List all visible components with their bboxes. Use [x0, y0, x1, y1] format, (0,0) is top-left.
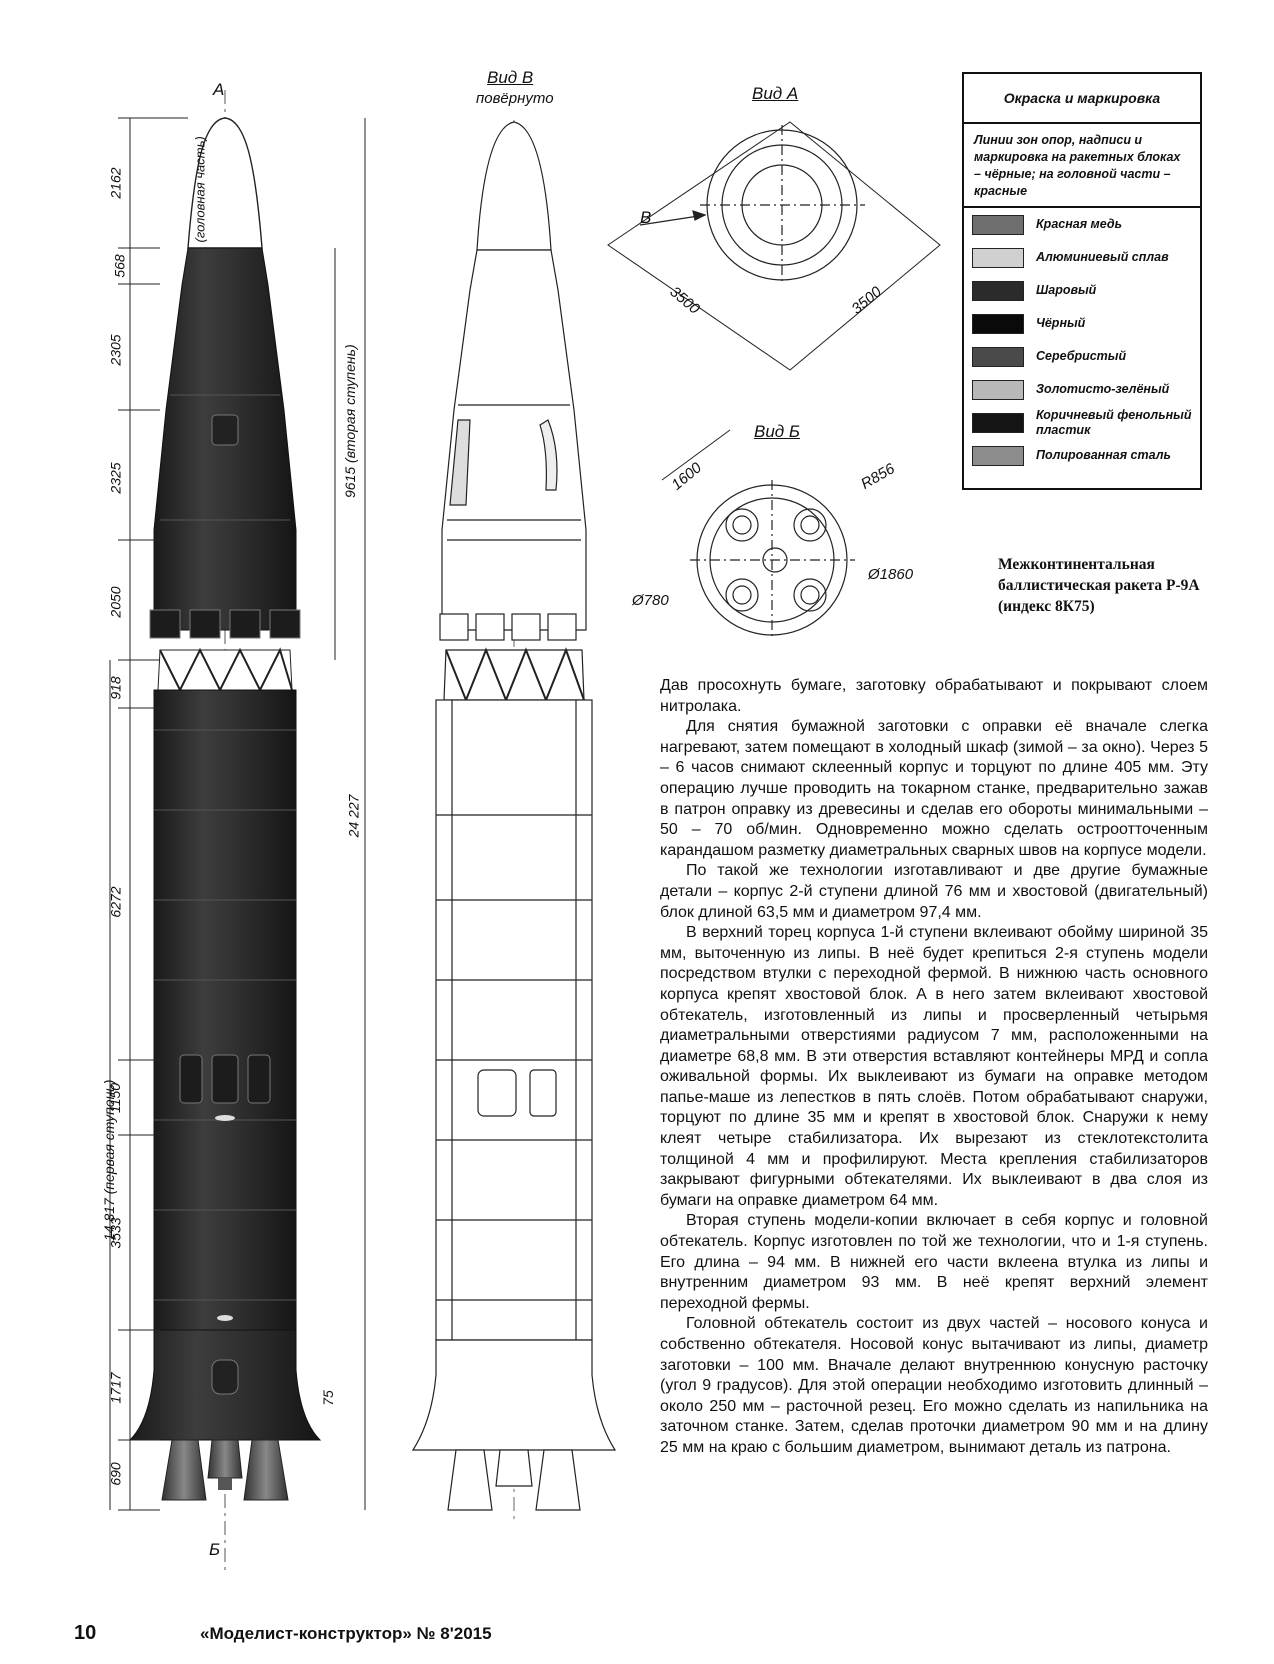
- page-number: 10: [74, 1622, 97, 1644]
- legend-swatch: [972, 445, 1024, 466]
- paragraph: В верхний торец корпуса 1-й ступени вкле…: [660, 924, 1208, 1209]
- nozzle: [161, 1439, 207, 1501]
- legend-label: Алюминиевый сплав: [1036, 250, 1169, 264]
- magazine-title: «Моделист-конструктор» № 8'2015: [200, 1624, 492, 1643]
- legend-label: Серебристый: [1036, 349, 1127, 363]
- technical-drawing: [109, 90, 941, 1570]
- legend-swatch: [972, 346, 1024, 367]
- legend-item: Золотисто-зелёный: [964, 373, 1200, 406]
- legend-item: Коричневый фенольный пластик: [964, 406, 1200, 439]
- paragraph: Дав просохнуть бумаге, заготовку обрабат…: [660, 677, 1208, 715]
- view-a-title: Вид А: [752, 84, 799, 103]
- first-stage: [153, 689, 297, 1331]
- legend-swatch: [972, 313, 1024, 334]
- legend-swatch: [972, 214, 1024, 235]
- view-b-drawing: [661, 429, 855, 640]
- view-b2-dim-780: Ø780: [632, 592, 669, 609]
- paragraph: Вторая ступень модели-копии включает в с…: [660, 1212, 1208, 1312]
- view-b2-dim-1860: Ø1860: [868, 566, 914, 583]
- legend-item: Красная медь: [964, 208, 1200, 241]
- dim-2325: 2325: [107, 462, 124, 494]
- view-b-title: Вид В: [487, 68, 534, 87]
- legend-label: Золотисто-зелёный: [1036, 382, 1170, 396]
- legend-item: Шаровый: [964, 274, 1200, 307]
- axis-bottom-label: Б: [209, 1540, 221, 1559]
- dimension-lines: [109, 117, 366, 1511]
- view-b-subtitle: повёрнуто: [476, 90, 554, 107]
- legend-swatch: [972, 247, 1024, 268]
- dim-2305: 2305: [107, 334, 124, 366]
- dim-2162: 2162: [107, 167, 124, 199]
- dim-690: 690: [107, 1462, 124, 1486]
- view-a-arrow-label: В: [640, 208, 652, 227]
- dim-24227: 24 227: [345, 794, 362, 838]
- legend-title: Окраска и маркировка: [964, 74, 1200, 124]
- rocket-side-view: [128, 90, 322, 1570]
- legend-label: Коричневый фенольный пластик: [1036, 407, 1192, 437]
- dim-918: 918: [107, 676, 124, 700]
- color-legend: Окраска и маркировка Линии зон опор, над…: [962, 72, 1202, 490]
- legend-label: Шаровый: [1036, 283, 1097, 297]
- paragraph: Головной обтекатель состоит из двух част…: [660, 1315, 1208, 1456]
- legend-swatch: [972, 280, 1024, 301]
- view-a-drawing: [607, 121, 941, 371]
- article-text: Дав просохнуть бумаге, заготовку обрабат…: [660, 676, 1208, 1459]
- view-b2-title: Вид Б: [754, 422, 800, 441]
- dim-1717: 1717: [107, 1372, 124, 1404]
- legend-swatch: [972, 412, 1024, 433]
- dim-14817: 14 817 (первая ступень): [101, 1079, 117, 1241]
- paragraph: По такой же технологии изготавливают и д…: [660, 862, 1208, 921]
- legend-item: Чёрный: [964, 307, 1200, 340]
- axis-top-label: А: [213, 80, 225, 99]
- legend-item: Полированная сталь: [964, 439, 1200, 472]
- dim-head-part: (головная часть): [192, 136, 208, 243]
- legend-note: Линии зон опор, надписи и маркировка на …: [964, 124, 1200, 208]
- paragraph: Для снятия бумажной заготовки с оправки …: [660, 718, 1208, 859]
- dim-568: 568: [111, 254, 128, 278]
- legend-label: Красная медь: [1036, 217, 1123, 231]
- dim-6272: 6272: [107, 886, 124, 918]
- legend-item: Серебристый: [964, 340, 1200, 373]
- dim-9615: 9615 (вторая ступень): [342, 344, 358, 498]
- rocket-line-view: [411, 120, 617, 1520]
- dim-75: 75: [319, 1390, 336, 1406]
- legend-item: Алюминиевый сплав: [964, 241, 1200, 274]
- legend-label: Полированная сталь: [1036, 448, 1171, 462]
- dim-2050: 2050: [107, 586, 124, 618]
- figure-caption: Межконтинентальная баллистическая ракета…: [998, 556, 1200, 615]
- legend-label: Чёрный: [1036, 316, 1086, 330]
- legend-swatch: [972, 379, 1024, 400]
